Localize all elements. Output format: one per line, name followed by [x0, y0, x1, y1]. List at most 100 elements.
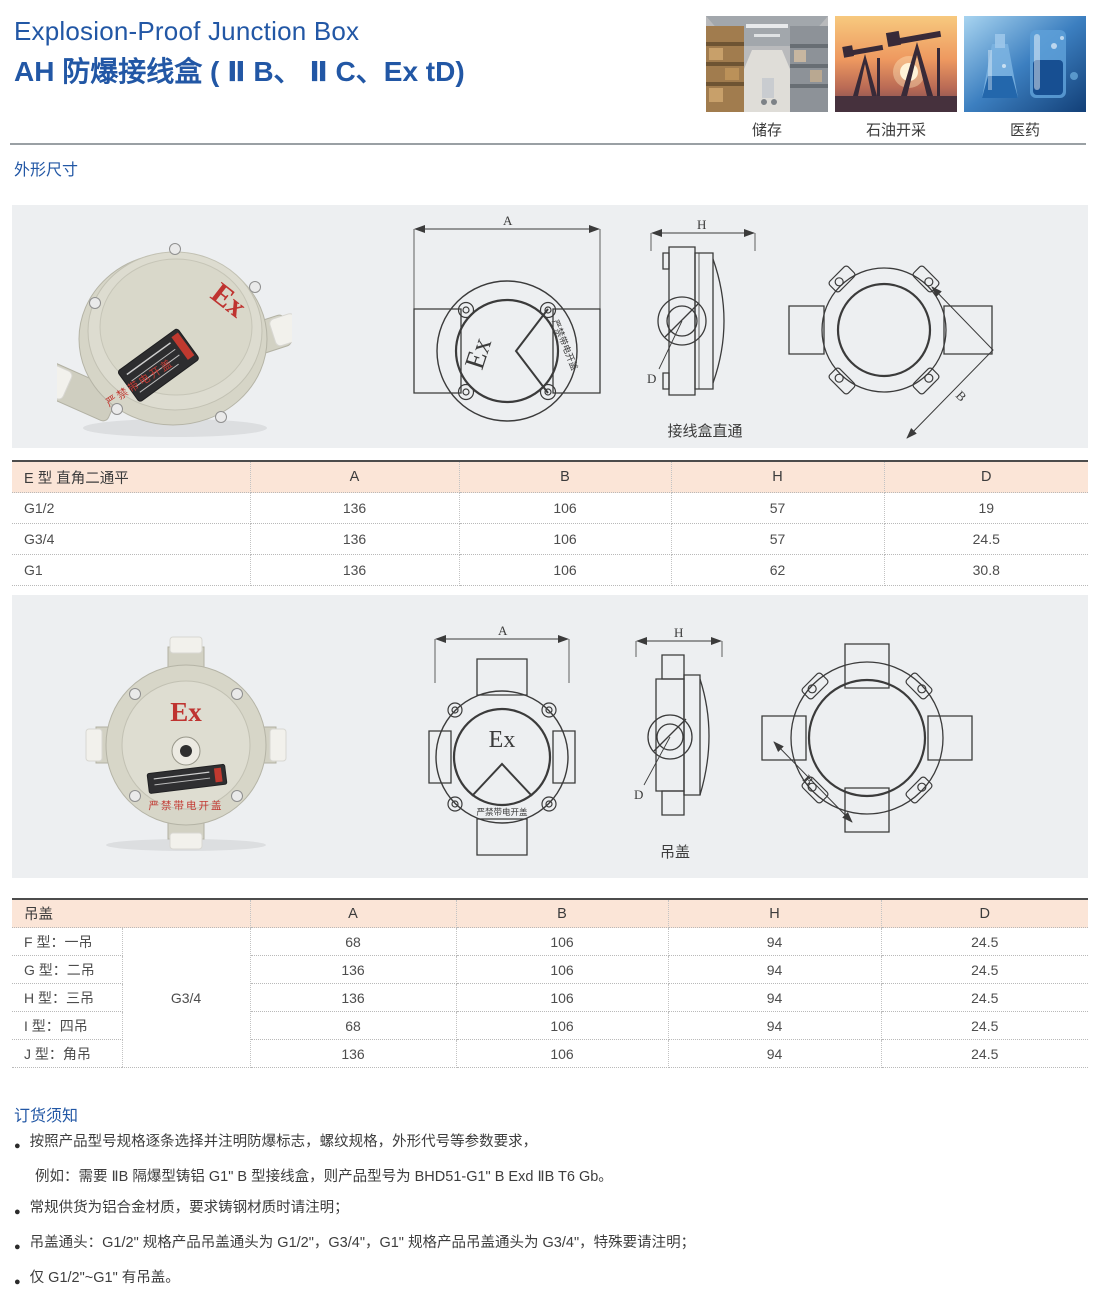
cell: 24.5 [884, 523, 1088, 555]
cell: 24.5 [881, 927, 1088, 956]
pharmaceutical-image [964, 16, 1086, 112]
table-diaogai: 吊盖 A B H D F 型：一吊 G3/4 68 106 94 24.5 G … [12, 898, 1088, 1068]
cell: 106 [459, 554, 672, 586]
note-text: 吊盖通头：G1/2" 规格产品吊盖通头为 G1/2"，G3/4"，G1" 规格产… [29, 1235, 696, 1251]
note-text: 仅 G1/2"~G1" 有吊盖。 [29, 1270, 180, 1286]
cell: G 型：二吊 [12, 955, 123, 984]
oil-extraction-image [835, 16, 957, 112]
svg-text:H: H [697, 217, 706, 232]
side-view-drawing-2way: H D [647, 217, 772, 417]
side-view-drawing-4way: H D [634, 627, 737, 837]
column-header: B [459, 461, 672, 493]
cell: 30.8 [884, 554, 1088, 586]
cell: 24.5 [881, 983, 1088, 1012]
svg-text:Ex: Ex [459, 334, 498, 373]
table-row: I 型：四吊 68 106 94 24.5 [12, 1011, 1088, 1040]
svg-text:严禁带电开盖: 严禁带电开盖 [476, 807, 528, 817]
cell: 57 [671, 492, 885, 524]
header-divider [10, 143, 1086, 145]
cell: 94 [668, 927, 882, 956]
svg-text:严禁带电开盖: 严禁带电开盖 [149, 799, 224, 812]
table-row: F 型：一吊 G3/4 68 106 94 24.5 [12, 927, 1088, 1068]
cell: 24.5 [881, 1039, 1088, 1068]
cell: 106 [459, 492, 672, 524]
front-view-drawing-4way: A Ex 严禁带电开盖 [427, 623, 577, 871]
svg-text:B: B [953, 388, 970, 405]
table-row: H 型：三吊 136 106 94 24.5 [12, 983, 1088, 1012]
cell: 106 [456, 983, 669, 1012]
application-gallery: 储存 [706, 16, 1086, 140]
cell: 94 [668, 1011, 882, 1040]
junction-box-photo-2way: Ex 严禁带电开盖 [57, 243, 292, 437]
cell: 68 [250, 1011, 457, 1040]
column-header: D [881, 899, 1088, 928]
bullet-icon: ● [14, 1140, 21, 1152]
column-header: B [456, 899, 669, 928]
cell: 136 [250, 523, 460, 555]
note-item: ● 按照产品型号规格逐条选择并注明防爆标志，螺纹规格，外形代号等参数要求， [14, 1131, 1080, 1157]
drawing-panel-diaogai: Ex 严禁带电开盖 A [12, 595, 1088, 878]
table-row: G1 136 106 62 30.8 [12, 554, 1088, 586]
column-header: H [668, 899, 882, 928]
bullet-icon: ● [14, 1241, 21, 1253]
cell: 106 [456, 955, 669, 984]
column-header: A [250, 899, 457, 928]
column-header: 吊盖 [12, 899, 251, 928]
table-row: J 型：角吊 136 106 94 24.5 [12, 1039, 1088, 1068]
note-item: ● 吊盖通头：G1/2" 规格产品吊盖通头为 G1/2"，G3/4"，G1" 规… [14, 1232, 1080, 1258]
note-item: ● 常规供货为铝合金材质，要求铸钢材质时请注明； [14, 1197, 1080, 1223]
cell: 62 [671, 554, 885, 586]
cell: 94 [668, 955, 882, 984]
cell: 106 [459, 523, 672, 555]
column-header: H [671, 461, 885, 493]
cell: 136 [250, 492, 460, 524]
rotated-view-drawing-4way: B [752, 620, 982, 855]
svg-text:H: H [674, 627, 683, 640]
gallery-caption-storage: 储存 [751, 122, 782, 139]
svg-text:D: D [647, 371, 656, 386]
cell: 19 [884, 492, 1088, 524]
cell: 94 [668, 983, 882, 1012]
cell: 24.5 [881, 955, 1088, 984]
note-text: 常规供货为铝合金材质，要求铸钢材质时请注明； [29, 1200, 349, 1216]
section-title-ordering: 订货须知 [14, 1108, 79, 1125]
column-header: A [250, 461, 460, 493]
merged-spec-cell: G3/4 [122, 927, 251, 1068]
table-header-row: E 型 直角二通平 A B H D [12, 461, 1088, 493]
note-item: ● 仅 G1/2"~G1" 有吊盖。 [14, 1267, 1080, 1289]
panel1-caption: 接线盒直通 [667, 423, 743, 440]
cell: 57 [671, 523, 885, 555]
rotated-view-drawing-2way: B [787, 238, 1007, 439]
table-row: G3/4 136 106 57 24.5 [12, 523, 1088, 555]
cell: 24.5 [881, 1011, 1088, 1040]
cell: 106 [456, 927, 669, 956]
cell: I 型：四吊 [12, 1011, 123, 1040]
svg-text:A: A [503, 213, 513, 228]
cell: 136 [250, 1039, 457, 1068]
cell: G1 [12, 554, 251, 586]
gallery-item-storage: 储存 [706, 16, 828, 140]
gallery-item-oil: 石油开采 [835, 16, 957, 140]
note-example-line: 例如：需要 ⅡB 隔爆型铸铝 G1" B 型接线盒，则产品型号为 BHD51-G… [35, 1169, 613, 1185]
svg-text:Ex: Ex [489, 727, 516, 753]
column-header: D [884, 461, 1088, 493]
cell: 68 [250, 927, 457, 956]
cell: 106 [456, 1039, 669, 1068]
cell: H 型：三吊 [12, 983, 123, 1012]
cell: J 型：角吊 [12, 1039, 123, 1068]
junction-box-photo-4way: Ex 严禁带电开盖 [85, 636, 287, 851]
section-title-dimensions: 外形尺寸 [14, 162, 79, 179]
front-view-drawing-2way: A Ex 严禁带电开盖 [402, 213, 612, 433]
table-row: G1/2 136 106 57 19 [12, 492, 1088, 524]
svg-text:Ex: Ex [170, 697, 202, 727]
bullet-icon: ● [14, 1206, 21, 1218]
cell: F 型：一吊 [12, 927, 123, 956]
panel2-caption: 吊盖 [659, 844, 690, 861]
cell: 136 [250, 554, 460, 586]
bullet-icon: ● [14, 1276, 21, 1288]
gallery-caption-oil: 石油开采 [865, 122, 926, 139]
svg-text:严禁带电开盖: 严禁带电开盖 [550, 318, 580, 372]
cell: 106 [456, 1011, 669, 1040]
cell: 136 [250, 983, 457, 1012]
